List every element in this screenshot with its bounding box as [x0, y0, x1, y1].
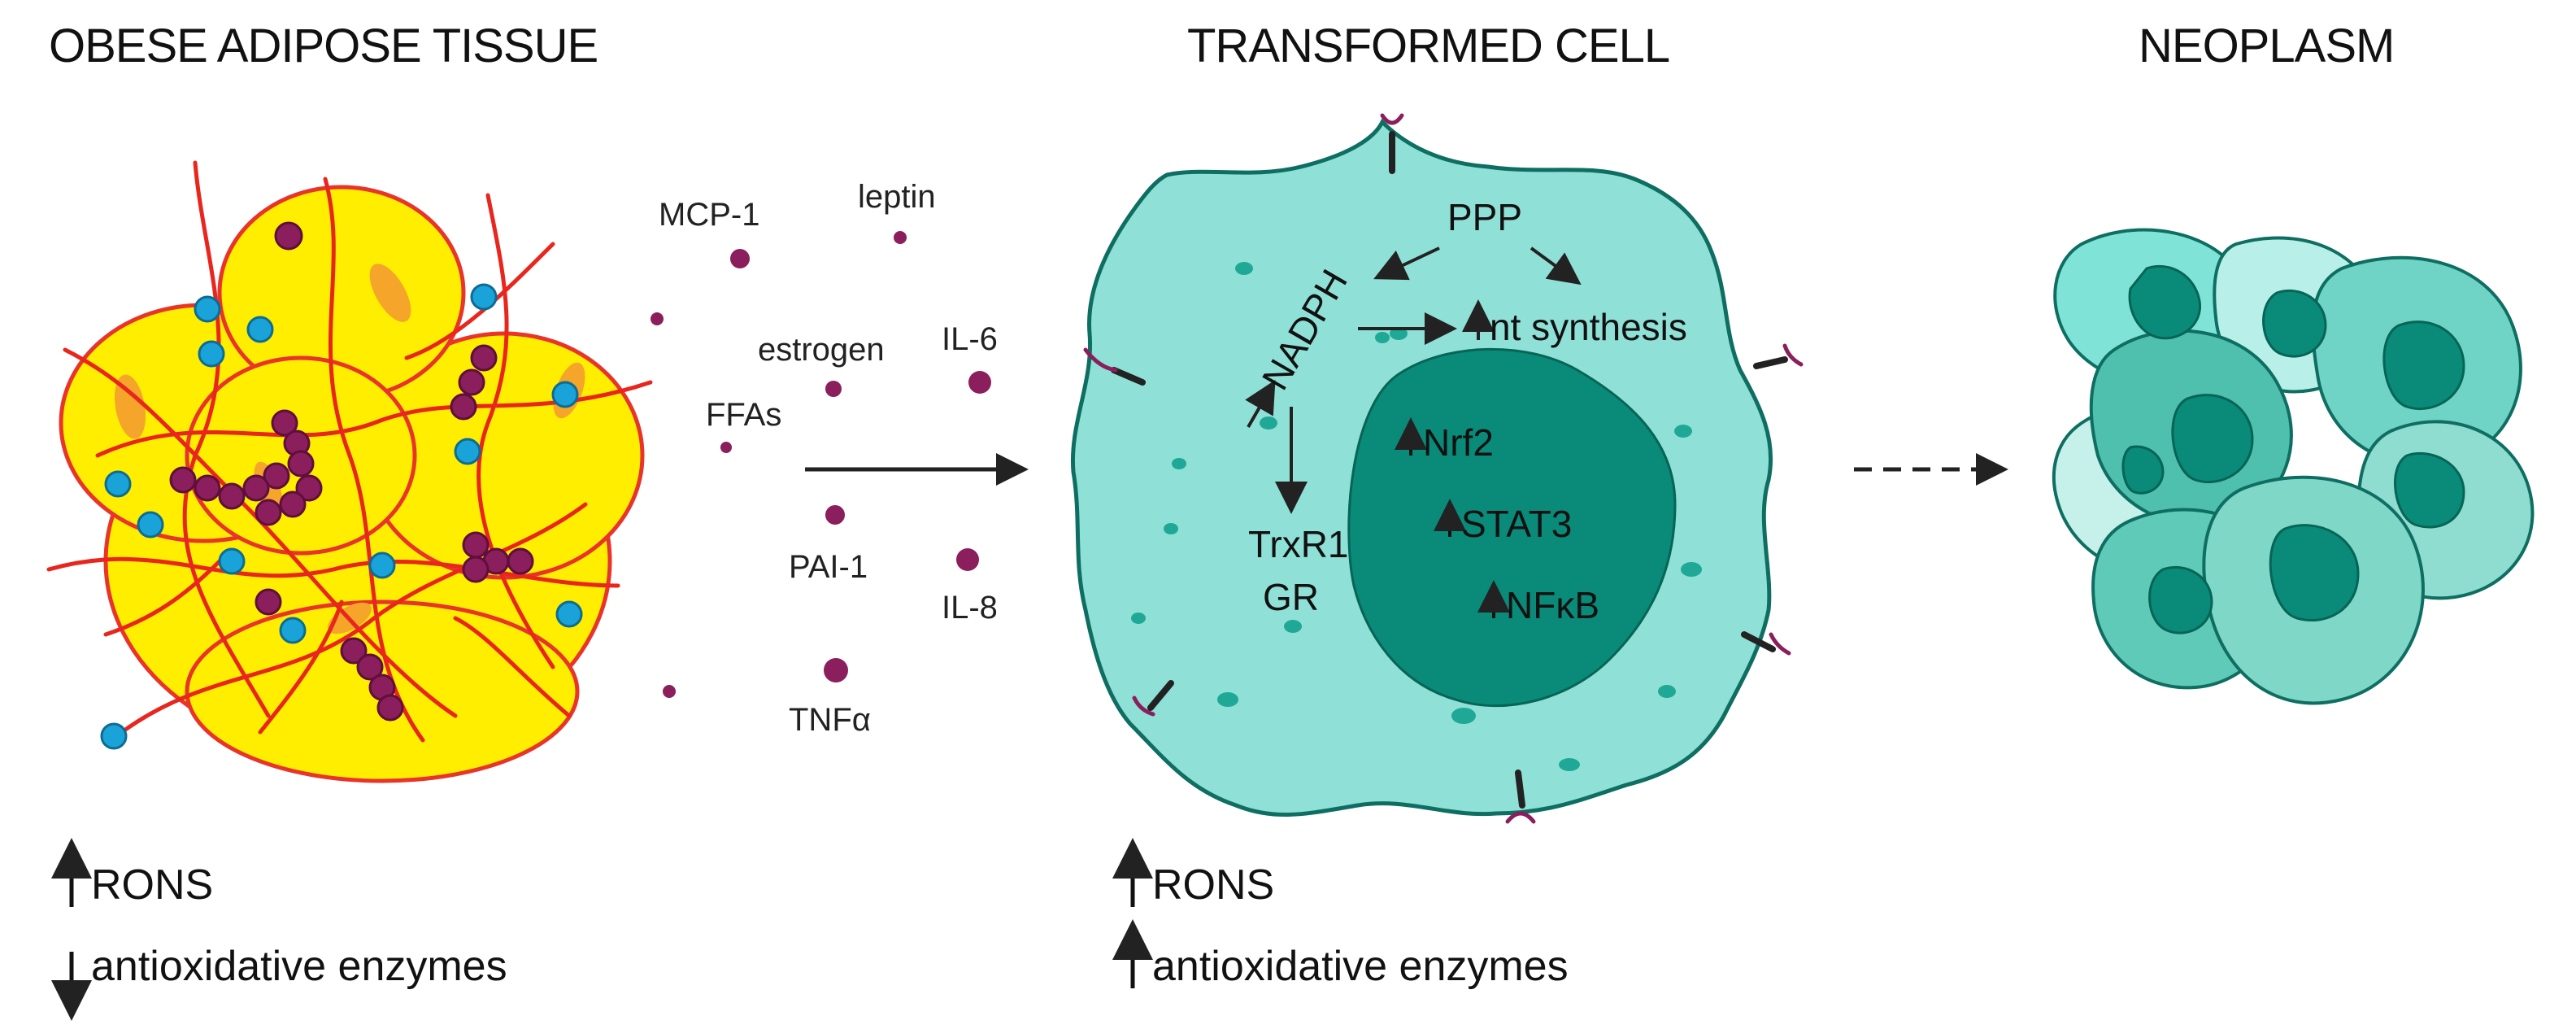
title-neoplasm: NEOPLASM — [2139, 20, 2394, 72]
label-trxr1: TrxR1 — [1248, 523, 1349, 565]
factor-dot-il6 — [968, 371, 991, 394]
label-il6: IL-6 — [942, 321, 998, 357]
label-estrogen: estrogen — [758, 332, 885, 368]
arrow-ppp-nt — [1530, 246, 1582, 286]
transformed-cell: PPP NADPH nt synthesis TrxR1 GR Nrf2 STA… — [1070, 113, 1804, 824]
factor-dot-small — [651, 312, 664, 325]
factor-dot-small-2 — [663, 685, 676, 698]
adipose-rons: RONS — [91, 861, 213, 909]
label-stat3: STAT3 — [1461, 503, 1572, 545]
secreted-factors: MCP-1 leptin estrogen IL-6 FFAs PAI-1 IL… — [651, 179, 998, 738]
cell-organelles — [1131, 262, 1702, 771]
arrow-ppp-nadph — [1373, 246, 1440, 281]
title-adipose: OBESE ADIPOSE TISSUE — [49, 20, 598, 72]
up-arrow-icon — [1245, 379, 1276, 428]
receptor — [1753, 343, 1804, 369]
label-nfkb: NFκB — [1506, 584, 1599, 626]
receptor — [1132, 680, 1174, 717]
factor-dot-tnfa — [824, 658, 848, 682]
factor-dot-il8 — [956, 548, 979, 571]
cell-enzymes: antioxidative enzymes — [1152, 943, 1569, 990]
label-ffas: FFAs — [706, 397, 781, 433]
label-leptin: leptin — [858, 179, 936, 215]
t-cells — [100, 283, 583, 750]
title-transformed-cell: TRANSFORMED CELL — [1187, 20, 1669, 72]
label-pai1: PAI-1 — [789, 549, 868, 585]
factor-dot-ffas — [720, 442, 732, 453]
receptor — [1380, 113, 1404, 174]
label-il8: IL-8 — [942, 590, 998, 626]
receptor — [1505, 770, 1536, 824]
label-mcp1: MCP-1 — [659, 197, 759, 233]
label-tnfa: TNFα — [789, 702, 871, 738]
factor-dot-estrogen — [825, 381, 842, 397]
adipose-tissue-illustration — [46, 160, 653, 783]
macrophages — [169, 221, 534, 722]
label-gr: GR — [1263, 576, 1319, 618]
receptors — [1083, 113, 1804, 824]
factor-dot-pai1 — [825, 505, 845, 525]
label-nrf2: Nrf2 — [1423, 421, 1494, 464]
cell-effects: RONS antioxidative enzymes — [1112, 838, 1569, 990]
adipose-effects: RONS antioxidative enzymes — [51, 838, 507, 1021]
fibers — [46, 160, 653, 743]
adipocytes — [59, 185, 645, 783]
factor-dot-mcp1 — [730, 249, 750, 268]
neoplasm-illustration — [2052, 228, 2535, 705]
label-nt-synthesis: nt synthesis — [1490, 306, 1687, 348]
label-ppp: PPP — [1447, 196, 1522, 238]
neoplasm-nuclei — [2121, 264, 2465, 634]
receptor — [1741, 631, 1791, 656]
receptor — [1083, 347, 1146, 386]
factor-dot-leptin — [894, 231, 907, 244]
nucleus — [1347, 347, 1677, 708]
cell-rons: RONS — [1152, 861, 1274, 909]
adipose-enzymes: antioxidative enzymes — [91, 943, 507, 990]
